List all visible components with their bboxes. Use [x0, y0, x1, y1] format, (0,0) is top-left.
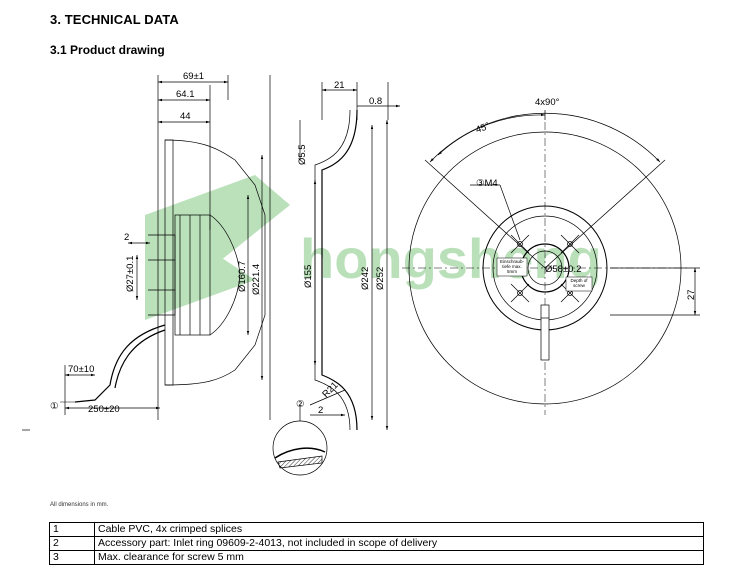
- table-row: 3 Max. clearance for screw 5 mm: [49, 550, 704, 565]
- watermark-text: hongsheng: [300, 227, 602, 290]
- dim-4x90: 4x90°: [535, 97, 560, 108]
- dim-45: 45°: [474, 121, 491, 136]
- note-number: 3: [49, 550, 95, 565]
- dim-70: 70±10: [68, 364, 94, 375]
- dim-64-1: 64.1: [176, 89, 195, 100]
- note-text: Accessory part: Inlet ring 09609-2-4013,…: [94, 536, 704, 551]
- dim-250: 250±20: [88, 404, 120, 415]
- dimensions-note: All dimensions in mm.: [50, 502, 109, 508]
- subsection-heading: 3.1 Product drawing: [50, 43, 165, 57]
- dim-44: 44: [180, 111, 191, 122]
- dim-5-5: Ø5.5: [297, 144, 308, 165]
- dim-27-front: 27: [686, 289, 697, 300]
- notes-table: 1 Cable PVC, 4x crimped splices 2 Access…: [49, 522, 704, 565]
- label-max-screw: Einschraub-tiefe max. 5mm: [499, 259, 524, 274]
- dim-0-8: 0.8: [369, 96, 382, 107]
- dim-27-side: Ø27±0.1: [125, 256, 136, 292]
- callout-2: ②: [296, 399, 305, 410]
- table-row: 1 Cable PVC, 4x crimped splices: [49, 522, 704, 537]
- dim-21: 21: [334, 80, 345, 91]
- dim-155: Ø155: [303, 265, 314, 288]
- dim-m4: ③M4: [476, 178, 498, 189]
- note-number: 2: [49, 536, 95, 551]
- table-row: 2 Accessory part: Inlet ring 09609-2-401…: [49, 536, 704, 551]
- dim-252: Ø252: [375, 267, 386, 290]
- side-view: [22, 75, 271, 431]
- dim-69: 69±1: [183, 71, 204, 82]
- dim-160-7: Ø160.7: [237, 261, 248, 292]
- note-text: Max. clearance for screw 5 mm: [94, 550, 704, 565]
- note-number: 1: [49, 522, 95, 537]
- dim-2-ring: 2: [318, 405, 323, 416]
- front-view: [402, 110, 700, 415]
- dim-221-4: Ø221.4: [251, 264, 262, 295]
- callout-1: ①: [50, 401, 59, 412]
- dim-58: Ø58±0.2: [545, 264, 581, 275]
- product-drawing: hongsheng 69±1 64.1 44 2: [22, 71, 700, 476]
- watermark-logo: hongsheng: [145, 175, 602, 320]
- dim-242: Ø242: [360, 267, 371, 290]
- note-text: Cable PVC, 4x crimped splices: [94, 522, 704, 537]
- inlet-ring-view: [272, 82, 400, 476]
- label-depth-screw: Depth of screw: [570, 278, 588, 288]
- section-heading: 3. TECHNICAL DATA: [50, 12, 179, 27]
- dim-2-side: 2: [124, 232, 129, 243]
